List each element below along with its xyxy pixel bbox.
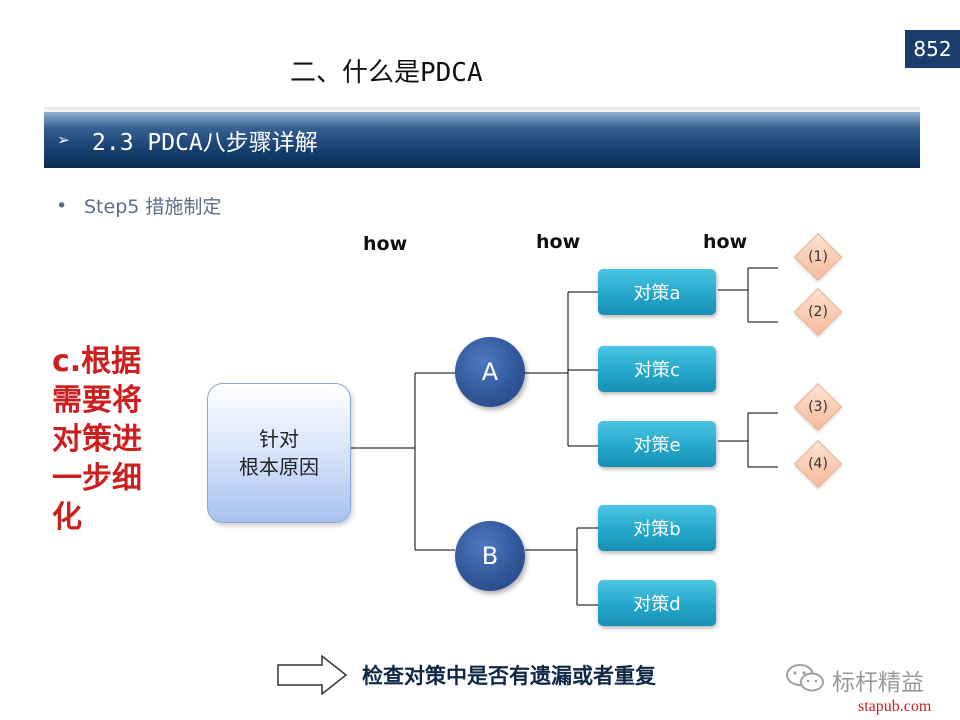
watermark-label: 标杆精益	[832, 670, 924, 696]
measure-d-box: 对策d	[598, 580, 716, 626]
how-label-1: how	[363, 233, 408, 255]
page-number: 852	[905, 30, 960, 68]
wechat-icon	[786, 664, 824, 692]
slide-title: 二、什么是PDCA	[290, 58, 483, 88]
measure-e-box: 对策e	[598, 421, 716, 467]
note-line: 对策进	[52, 422, 142, 457]
root-line-2: 根本原因	[239, 455, 319, 479]
measure-c-box: 对策c	[598, 346, 716, 392]
banner-shadow	[44, 107, 920, 115]
section-title: 2.3 PDCA八步骤详解	[92, 130, 318, 156]
root-line-1: 针对	[259, 427, 299, 451]
sub-item-1-diamond: (1)	[793, 232, 843, 282]
note-line: 需要将	[52, 383, 142, 418]
branch-a-circle: A	[455, 337, 525, 407]
how-label-2: how	[536, 231, 581, 253]
sub-item-2-diamond: (2)	[793, 287, 843, 337]
sub-item-4-diamond: (4)	[793, 439, 843, 489]
bullet-item: • Step5 措施制定	[56, 192, 221, 219]
section-banner: ➢ 2.3 PDCA八步骤详解	[44, 112, 920, 168]
sub-item-1-label: (1)	[808, 249, 828, 265]
sub-item-3-diamond: (3)	[793, 382, 843, 432]
how-label-3: how	[703, 231, 748, 253]
banner-arrow-icon: ➢	[58, 128, 71, 152]
note-line: 一步细	[52, 461, 142, 496]
root-cause-box: 针对 根本原因	[207, 383, 351, 523]
measure-a-box: 对策a	[598, 269, 716, 315]
note-line: c.根据	[52, 344, 142, 379]
branch-b-circle: B	[455, 521, 525, 591]
sub-item-4-label: (4)	[808, 456, 828, 472]
bullet-dot: •	[56, 194, 68, 217]
measure-b-box: 对策b	[598, 505, 716, 551]
sub-item-2-label: (2)	[808, 304, 828, 320]
refine-note: c.根据 需要将 对策进 一步细 化	[52, 342, 162, 537]
check-measures-text: 检查对策中是否有遗漏或者重复	[362, 664, 656, 688]
arrow-right-icon	[277, 654, 348, 696]
bullet-text: Step5 措施制定	[84, 196, 222, 218]
sub-item-3-label: (3)	[808, 399, 828, 415]
watermark-url: stapub.com	[858, 698, 932, 715]
note-line: 化	[52, 500, 82, 535]
